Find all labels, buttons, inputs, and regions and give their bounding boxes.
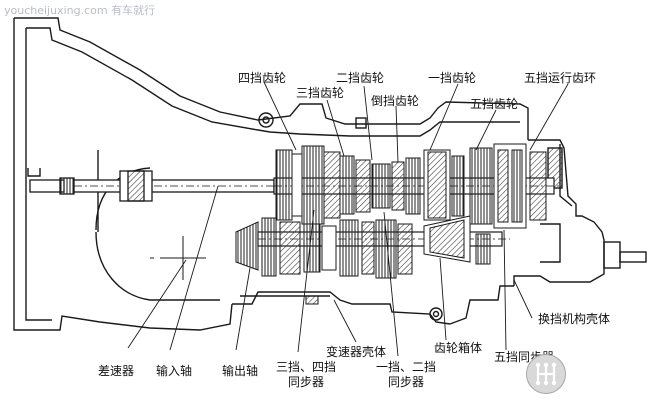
label-gearbox-case: 齿轮箱体	[434, 341, 483, 355]
label-sync-3-4: 三挡、四挡 同步器	[276, 360, 336, 390]
gear-stack-upper	[275, 143, 547, 229]
transmission-case	[232, 101, 529, 325]
gear-shift-pattern-icon	[535, 362, 557, 386]
label-fifth-gear: 五挡齿轮	[470, 97, 519, 111]
label-sync-1-2: 一挡、二挡 同步器	[376, 360, 436, 390]
label-shift-housing: 换挡机构壳体	[538, 312, 611, 326]
leader-lines	[127, 81, 569, 357]
label-fifth-idler-ring: 五挡运行齿环	[524, 71, 597, 85]
gear-shift-icon	[526, 354, 566, 394]
watermark: youcheijuxing.com 有车就行	[4, 4, 156, 17]
differential-center	[150, 236, 206, 280]
label-second-gear: 二挡齿轮	[336, 71, 385, 85]
label-reverse-gear: 倒挡齿轮	[371, 94, 420, 108]
input-shaft	[29, 170, 275, 202]
label-output-shaft: 输出轴	[222, 364, 259, 378]
label-sync-1-2-line2: 同步器	[388, 375, 425, 389]
label-input-shaft: 输入轴	[156, 364, 193, 378]
label-sync-3-4-line1: 三挡、四挡	[276, 360, 337, 374]
gear-stack-lower	[235, 215, 491, 305]
label-fourth-gear: 四挡齿轮	[238, 71, 287, 85]
label-first-gear: 一挡齿轮	[428, 71, 477, 85]
label-transmission-case: 变速器壳体	[326, 345, 387, 359]
label-sync-3-4-line2: 同步器	[288, 375, 325, 389]
label-third-gear: 三挡齿轮	[296, 86, 345, 100]
label-differential: 差速器	[98, 364, 135, 378]
label-sync-1-2-line1: 一挡、二挡	[376, 360, 437, 374]
